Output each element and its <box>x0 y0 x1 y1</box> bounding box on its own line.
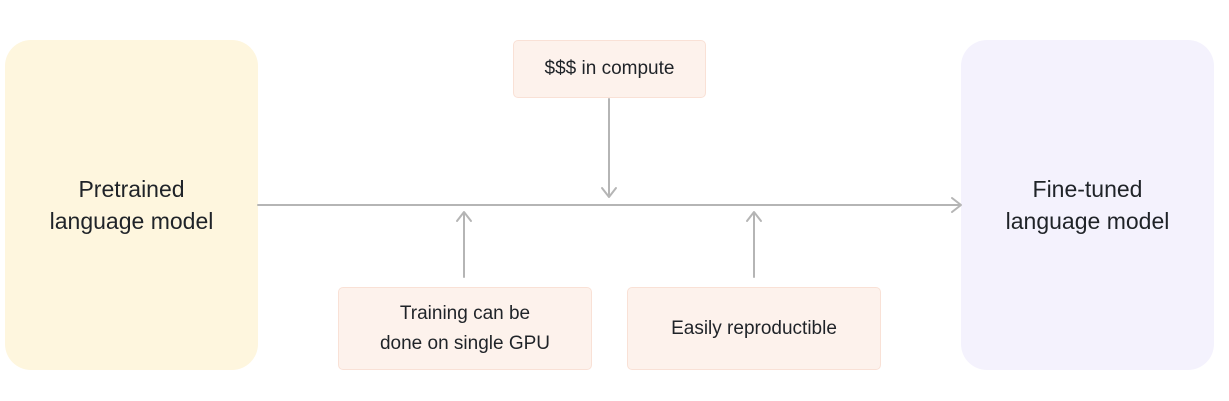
compute-arrow-head <box>601 187 617 198</box>
main-flow-arrow-head <box>951 197 962 213</box>
pretrained-model-label: Pretrained language model <box>49 176 214 234</box>
reproducible-arrow-head <box>746 211 762 222</box>
fine-tuned-model-box: Fine-tuned language model <box>961 40 1214 370</box>
compute-cost-note: $$$ in compute <box>513 40 706 98</box>
fine-tuned-model-label: Fine-tuned language model <box>1005 176 1170 234</box>
compute-cost-label: $$$ in compute <box>544 58 675 79</box>
reproducible-label: Easily reproductible <box>671 317 837 339</box>
reproducible-note: Easily reproductible <box>627 287 881 370</box>
gpu-arrow-head <box>456 211 472 222</box>
single-gpu-label: Training can be done on single GPU <box>379 302 551 354</box>
pretrained-model-box: Pretrained language model <box>5 40 258 370</box>
single-gpu-note: Training can be done on single GPU <box>338 287 592 370</box>
